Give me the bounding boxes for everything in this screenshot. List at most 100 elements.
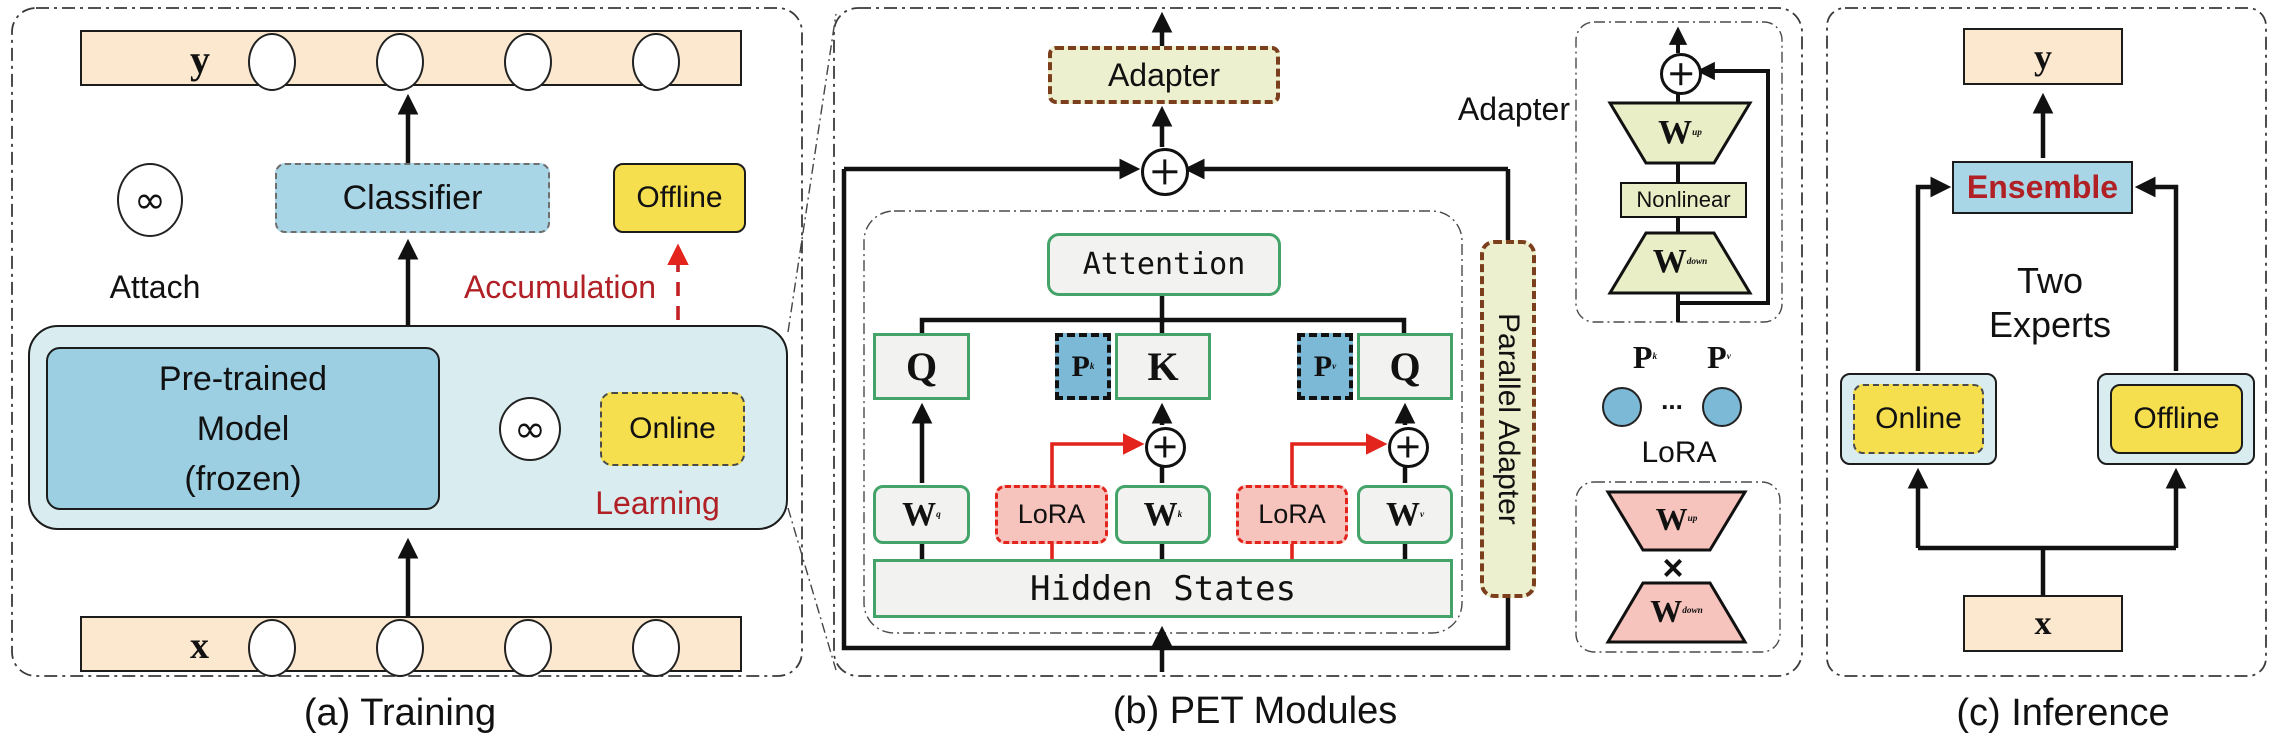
prefix-token-circle-v (1702, 387, 1742, 427)
adapter-box: Adapter (1048, 46, 1280, 104)
panel-c-arrows (1907, 92, 2187, 595)
x-vector-label: x (190, 625, 209, 667)
panel-borders (11, 7, 2267, 677)
wk-sub: k (1177, 509, 1183, 520)
lora-w-down-trapezoid (1605, 581, 1748, 644)
lora-box-v: LoRA (1236, 485, 1348, 544)
pretrained-line: Pre-trained (158, 359, 328, 398)
w-down-trapezoid (1607, 231, 1753, 295)
classifier-box: Classifier (275, 163, 550, 233)
caption-inference: (c) Inference (1956, 692, 2170, 734)
lora-w-up-trapezoid (1605, 490, 1748, 552)
wk-label: W (1143, 495, 1178, 533)
output-token-bar: y (80, 30, 742, 91)
lora-w-down-sub: down (1682, 606, 1703, 616)
pk-label: P (1071, 349, 1090, 383)
matmul-times: × (1662, 547, 1684, 588)
wq-label: W (902, 495, 937, 533)
pv-sub: v (1332, 361, 1337, 372)
token-circle (248, 33, 296, 91)
nonlinear-box: Nonlinear (1620, 182, 1747, 218)
lora-box-k: LoRA (995, 485, 1108, 544)
q-proj-box: Q (873, 333, 970, 400)
adapter-detail-label: Adapter (1457, 90, 1570, 127)
panel-b-arrows (841, 11, 1511, 672)
token-circle (248, 619, 296, 677)
hidden-states-box: Hidden States (873, 559, 1453, 618)
k-proj-box: K (1115, 333, 1211, 400)
offline-box-inference: Offline (2110, 384, 2243, 454)
pretrained-line: Model (196, 409, 290, 448)
w-down-sub: down (1686, 257, 1708, 267)
attention-box: Attention (1047, 233, 1281, 296)
pk-sub: k (1089, 361, 1095, 372)
v-proj-box: Q (1357, 333, 1453, 400)
token-circle (632, 33, 680, 91)
k-label: K (1147, 344, 1179, 389)
lora-red-arrows (1050, 433, 1388, 561)
online-box-training: Online (600, 392, 745, 466)
wq-sub: q (936, 509, 941, 520)
pv-detail-sub: v (1726, 352, 1731, 362)
lora-w-up-sub: up (1687, 514, 1698, 524)
q2-label: Q (1389, 344, 1421, 389)
w-up-trapezoid (1607, 101, 1753, 165)
prefix-dots: ... (1661, 384, 1683, 415)
infinity-glyph: ∞ (134, 178, 166, 222)
two-experts-label: Two Experts (1945, 258, 2155, 348)
w-up-main: W (1658, 114, 1693, 151)
add-circle-k (1144, 426, 1186, 468)
offline-box-training: Offline (613, 163, 746, 233)
lora-w-down-main: W (1650, 592, 1683, 629)
pv-label: P (1313, 349, 1333, 383)
infinity-glyph: ∞ (514, 407, 546, 451)
w-up-sub: up (1692, 128, 1702, 138)
lora-detail-label: LoRA (1641, 436, 1717, 469)
token-circle (376, 619, 424, 677)
lora-w-up-main: W (1655, 500, 1688, 537)
two-experts-line: Experts (1988, 304, 2112, 345)
token-circle (376, 33, 424, 91)
two-experts-line: Two (2016, 260, 2083, 301)
online-box-inference: Online (1853, 384, 1984, 454)
y-inference-label: y (2034, 36, 2052, 77)
caption-training: (a) Training (303, 692, 497, 734)
lora-detail-border (1575, 481, 1781, 653)
add-circle-main (1141, 148, 1189, 196)
infinity-attach-icon: ∞ (117, 163, 183, 237)
parallel-adapter-box: Parallel Adapter (1480, 240, 1536, 598)
pv-detail-main: P (1707, 338, 1727, 375)
caption-pet-modules: (b) PET Modules (1112, 690, 1398, 732)
prefix-token-circle-k (1602, 387, 1642, 427)
q-label: Q (905, 344, 938, 389)
x-inference-label: x (2034, 604, 2052, 642)
infinity-online-icon: ∞ (499, 397, 561, 461)
w-down-main: W (1652, 243, 1687, 280)
input-token-bar: x (80, 616, 742, 677)
ensemble-label: Ensemble (1966, 169, 2119, 205)
pretrained-model-box: Pre-trained Model (frozen) (46, 347, 440, 510)
ensemble-box: Ensemble (1952, 161, 2133, 214)
learning-label: Learning (595, 484, 720, 521)
pk-detail-sub: k (1652, 352, 1658, 362)
pretrained-line: (frozen) (184, 459, 302, 498)
add-circle-adapter (1660, 53, 1702, 95)
pk-detail-main: P (1632, 338, 1653, 375)
input-bar-inference: x (1963, 595, 2123, 652)
lora-trapezoids (1605, 490, 1748, 644)
token-circle (504, 33, 552, 91)
zoom-funnel-lines (787, 13, 837, 671)
wv-label: W (1385, 495, 1420, 533)
wv-sub: v (1419, 509, 1425, 520)
adapter-trapezoids (1607, 101, 1753, 295)
